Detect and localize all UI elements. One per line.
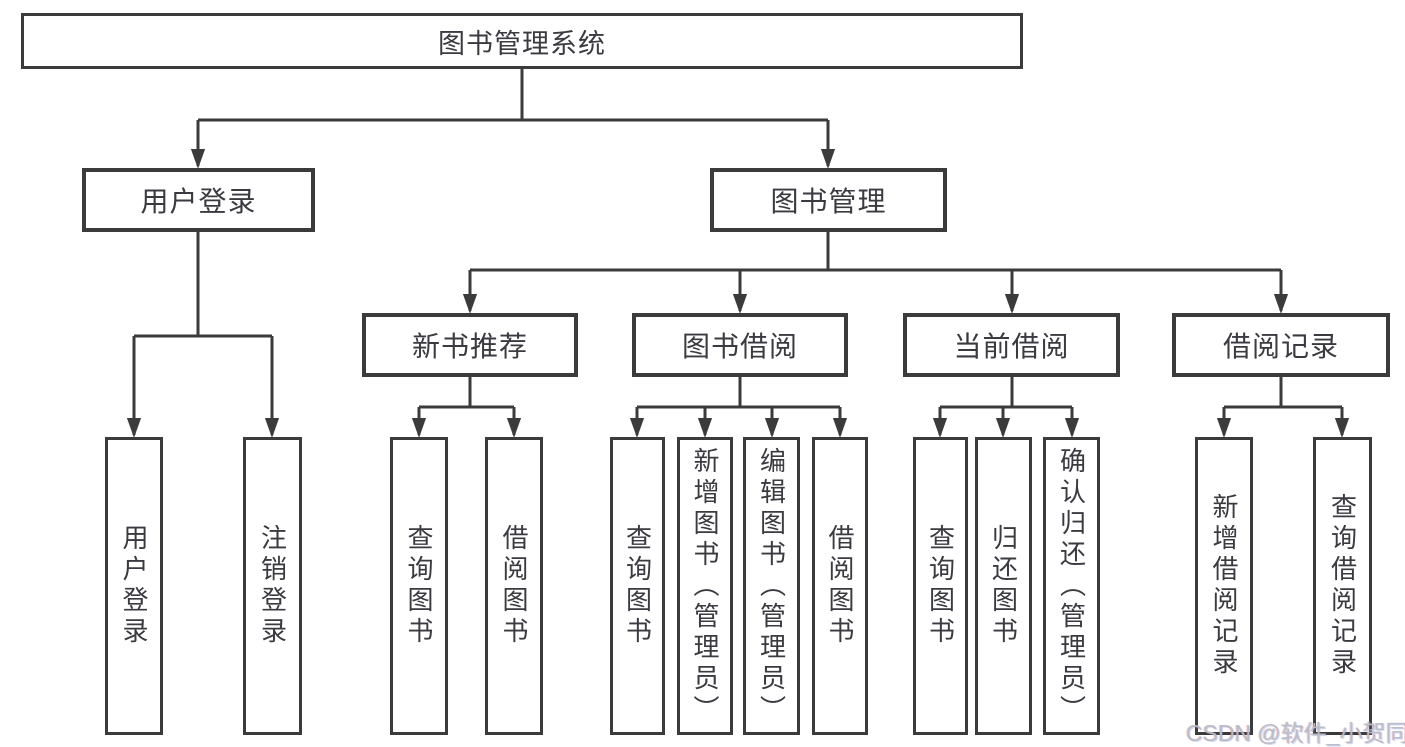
- leaf-query-books-3: 查询图书: [913, 437, 968, 735]
- node-label: 当前借阅: [953, 331, 1070, 362]
- leaf-return-books: 归还图书: [975, 437, 1032, 735]
- node-borrow-record: 借阅记录: [1172, 313, 1390, 377]
- leaf-query-books-2: 查询图书: [610, 437, 665, 735]
- node-user-login: 用户登录: [82, 168, 315, 232]
- connector-book-borrow-trunk: [637, 377, 840, 409]
- leaf-add-books-admin: 新增图书（管理员）: [677, 437, 733, 735]
- connector-borrow-record-trunk: [1224, 377, 1342, 409]
- node-book-borrow: 图书借阅: [632, 313, 848, 377]
- leaf-borrow-books-1: 借阅图书: [485, 437, 543, 735]
- node-label: 新书推荐: [411, 331, 528, 362]
- node-label: 查询图书: [622, 524, 653, 648]
- node-label: 用户登录: [140, 186, 257, 217]
- node-label: 查询借阅记录: [1327, 493, 1358, 679]
- leaf-logout: 注销登录: [243, 437, 302, 735]
- connector-current-borrow-trunk: [940, 377, 1072, 409]
- node-new-book-recommend: 新书推荐: [362, 313, 578, 377]
- node-label: 注销登录: [257, 524, 288, 648]
- leaf-edit-books-admin: 编辑图书（管理员）: [743, 437, 800, 735]
- node-label: 归还图书: [988, 524, 1019, 648]
- node-book-management: 图书管理: [710, 168, 947, 232]
- node-current-borrow: 当前借阅: [903, 313, 1120, 377]
- leaf-user-login: 用户登录: [105, 437, 163, 735]
- node-label: 确认归还（管理员）: [1056, 446, 1087, 726]
- leaf-confirm-return-admin: 确认归还（管理员）: [1043, 437, 1100, 735]
- node-label: 图书借阅: [681, 331, 798, 362]
- node-label: 图书管理系统: [438, 28, 606, 59]
- node-label: 用户登录: [119, 524, 149, 648]
- node-label: 新增图书（管理员）: [690, 446, 720, 726]
- leaf-add-borrow-record: 新增借阅记录: [1195, 437, 1253, 735]
- node-label: 查询图书: [404, 524, 434, 648]
- leaf-query-borrow-record: 查询借阅记录: [1313, 437, 1372, 735]
- node-label: 图书管理: [770, 186, 887, 217]
- connector-root-trunk: [198, 69, 828, 122]
- node-label: 借阅图书: [499, 524, 529, 648]
- connector-book-mgmt-trunk: [470, 232, 1281, 272]
- node-label: 查询图书: [925, 524, 956, 648]
- leaf-borrow-books-2: 借阅图书: [812, 437, 868, 735]
- node-library-system: 图书管理系统: [21, 13, 1023, 69]
- leaf-query-books-1: 查询图书: [390, 437, 448, 735]
- connector-new-book-trunk: [419, 377, 514, 409]
- node-label: 借阅图书: [825, 524, 855, 648]
- connector-user-login-trunk: [134, 232, 272, 338]
- csdn-watermark: CSDN @软件_小贺同学: [1186, 720, 1405, 746]
- node-label: 编辑图书（管理员）: [756, 446, 787, 726]
- node-label: 借阅记录: [1222, 331, 1339, 362]
- node-label: 新增借阅记录: [1209, 493, 1239, 679]
